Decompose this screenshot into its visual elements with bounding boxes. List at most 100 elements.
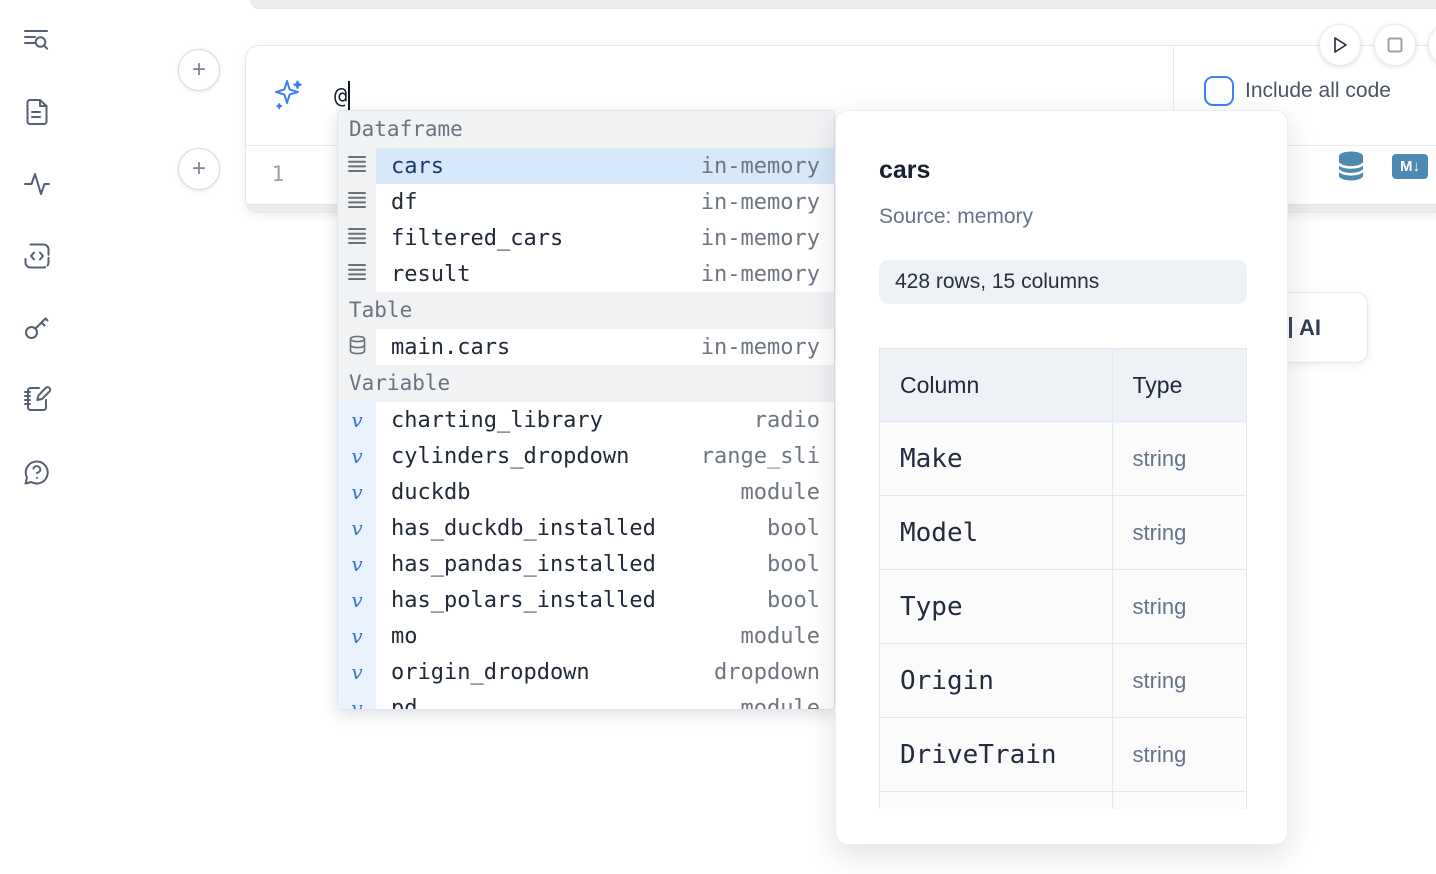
schema-column-type: string (1111, 717, 1247, 792)
autocomplete-item-type: in-memory (700, 153, 820, 179)
include-all-code-checkbox[interactable] (1204, 76, 1234, 106)
ai-prompt-input[interactable]: @ (334, 76, 351, 116)
autocomplete-item-type: dropdown (714, 659, 820, 685)
variable-icon: v (338, 582, 376, 618)
sparkles-ai-icon (272, 77, 306, 111)
preview-source: Source: memory (879, 205, 1034, 228)
autocomplete-item-type: in-memory (700, 189, 820, 215)
sidebar-button-activity[interactable] (20, 167, 54, 201)
schema-column-name: DriveTrain (879, 717, 1113, 792)
snippets-code-icon (24, 243, 50, 269)
variable-icon: v (338, 546, 376, 582)
variable-icon: v (338, 474, 376, 510)
autocomplete-item-type: radio (753, 407, 820, 433)
ai-prompt-value: @ (334, 83, 348, 109)
key-icon (25, 317, 49, 339)
sidebar-button-file[interactable] (20, 95, 54, 129)
ai-row-divider (1173, 46, 1174, 145)
autocomplete-item-name: filtered_cars (391, 225, 564, 251)
autocomplete-item-name: df (391, 189, 418, 215)
sidebar-button-toc-search[interactable] (20, 23, 54, 57)
table-icon (338, 329, 376, 365)
schema-row-clipped (879, 791, 1247, 809)
preview-title: cars (879, 156, 931, 184)
schema-header-column: Column (879, 348, 1113, 422)
dataframe-preview-panel: cars Source: memory 428 rows, 15 columns… (835, 110, 1288, 845)
add-cell-button-bottom[interactable]: + (178, 148, 220, 190)
autocomplete-item[interactable]: v cylinders_dropdown range_sli (338, 438, 834, 474)
text-caret (348, 81, 351, 111)
code-editor-row[interactable]: 1 M↓ (246, 146, 1436, 205)
autocomplete-item-type: bool (767, 515, 820, 541)
autocomplete-item-type: module (740, 479, 820, 505)
help-chat-icon (24, 460, 49, 485)
dataframe-icon (338, 220, 376, 256)
autocomplete-item-name: cars (391, 153, 444, 179)
schema-column-name: Type (879, 569, 1113, 644)
autocomplete-item[interactable]: df in-memory (338, 184, 834, 220)
autocomplete-item-name: mo (391, 623, 418, 649)
run-cell-button[interactable] (1319, 24, 1361, 66)
autocomplete-item-type: in-memory (700, 261, 820, 287)
autocomplete-section-header: Dataframe (338, 111, 834, 148)
dataframe-icon (338, 256, 376, 292)
dataframe-icon (338, 148, 376, 184)
variable-icon: v (338, 438, 376, 474)
line-number: 1 (271, 162, 285, 186)
dataframe-icon (338, 184, 376, 220)
schema-column-name: Origin (879, 643, 1113, 718)
markdown-icon[interactable]: M↓ (1392, 153, 1428, 179)
variable-icon: v (338, 510, 376, 546)
variable-icon: v (338, 402, 376, 438)
sidebar-button-help-chat[interactable] (20, 455, 54, 489)
autocomplete-item-type: module (740, 623, 820, 649)
schema-column-name: Model (879, 495, 1113, 570)
autocomplete-section-header: Table (338, 292, 834, 329)
autocomplete-item-type: bool (767, 587, 820, 613)
autocomplete-item-type: in-memory (700, 334, 820, 360)
autocomplete-item-type: bool (767, 551, 820, 577)
file-icon (26, 99, 48, 125)
autocomplete-item-name: pd (391, 695, 418, 710)
autocomplete-section-header: Variable (338, 365, 834, 402)
variable-icon: v (338, 654, 376, 690)
schema-column-type: string (1111, 643, 1247, 718)
toc-search-icon (24, 30, 49, 50)
autocomplete-item-name: cylinders_dropdown (391, 443, 630, 469)
autocomplete-item-name: charting_library (391, 407, 603, 433)
activity-icon (24, 173, 50, 195)
stop-button[interactable] (1374, 24, 1416, 66)
schema-header-type: Type (1111, 348, 1247, 422)
autocomplete-item[interactable]: cars in-memory (338, 148, 834, 184)
sidebar-button-key[interactable] (20, 310, 54, 344)
autocomplete-item-name: has_duckdb_installed (391, 515, 656, 541)
variable-icon: v (338, 618, 376, 654)
autocomplete-item-name: duckdb (391, 479, 471, 505)
autocomplete-item[interactable]: v charting_library radio (338, 402, 834, 438)
schema-column-type: string (1111, 421, 1247, 496)
add-cell-button-top[interactable]: + (178, 49, 220, 91)
autocomplete-item[interactable]: v has_duckdb_installed bool (338, 510, 834, 546)
sidebar-button-snippets-code[interactable] (20, 239, 54, 273)
variable-icon: v (338, 690, 376, 709)
play-icon (1334, 37, 1347, 53)
sidebar-button-scratchpad[interactable] (20, 382, 54, 416)
database-icon[interactable] (1334, 149, 1368, 183)
autocomplete-item-type: range_sli (700, 443, 820, 469)
preview-shape-badge: 428 rows, 15 columns (879, 260, 1247, 304)
